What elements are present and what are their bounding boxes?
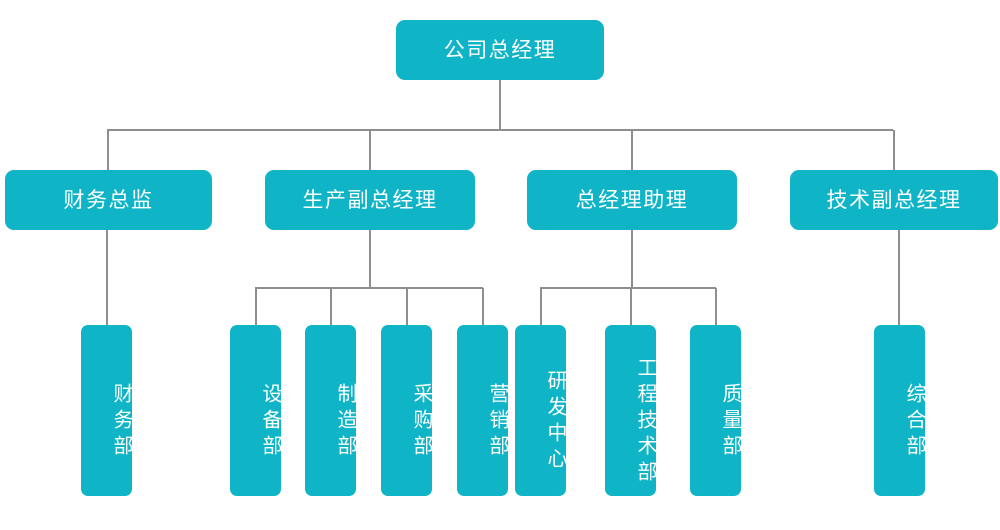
node-label: 营销部 [486,382,510,461]
connector-root-bus [107,129,893,131]
connector-stem-production-vp [369,230,371,288]
node-label: 财务总监 [63,187,154,212]
connector-drop-gm-assistant [631,130,633,170]
node-label: 研发中心 [544,369,568,474]
node-quality-dept[interactable]: 质量部 [690,325,743,496]
node-label: 财务部 [110,382,134,461]
node-engineering-tech-dept[interactable]: 工程技术部 [605,325,658,496]
node-label: 制造部 [334,382,358,461]
node-label: 技术副总经理 [826,187,962,212]
node-label: 总经理助理 [575,187,689,212]
connector-drop-equipment-dept [255,288,257,325]
node-production-vp[interactable]: 生产副总经理 [265,170,475,230]
node-equipment-dept[interactable]: 设备部 [230,325,283,496]
node-company-general-manager[interactable]: 公司总经理 [396,20,604,80]
node-finance-director[interactable]: 财务总监 [5,170,212,230]
connector-root-stem [499,80,501,130]
connector-stem-general-affairs-dept [898,230,900,325]
connector-drop-finance-director [107,130,109,170]
node-label: 公司总经理 [443,37,557,62]
node-finance-dept[interactable]: 财务部 [81,325,134,496]
connector-drop-quality-dept [715,288,717,325]
connector-bus-gm-assistant [540,287,716,289]
node-label: 设备部 [259,382,283,461]
node-label: 质量部 [719,382,743,461]
connector-bus-production-vp [255,287,483,289]
connector-drop-manufacturing-dept [330,288,332,325]
connector-stem-finance-dept [106,230,108,325]
node-rd-center[interactable]: 研发中心 [515,325,568,496]
node-procurement-dept[interactable]: 采购部 [381,325,434,496]
node-marketing-dept[interactable]: 营销部 [457,325,510,496]
connector-drop-technical-vp [893,130,895,170]
node-label: 工程技术部 [634,356,658,487]
node-gm-assistant[interactable]: 总经理助理 [527,170,737,230]
node-general-affairs-dept[interactable]: 综合部 [874,325,927,496]
connector-drop-marketing-dept [482,288,484,325]
node-technical-vp[interactable]: 技术副总经理 [790,170,998,230]
connector-stem-gm-assistant [631,230,633,288]
connector-drop-production-vp [369,130,371,170]
node-label: 生产副总经理 [302,187,438,212]
connector-drop-rd-center [540,288,542,325]
node-label: 采购部 [410,382,434,461]
node-manufacturing-dept[interactable]: 制造部 [305,325,358,496]
connector-drop-engineering-dept [630,288,632,325]
node-label: 综合部 [903,382,927,461]
connector-drop-procurement-dept [406,288,408,325]
